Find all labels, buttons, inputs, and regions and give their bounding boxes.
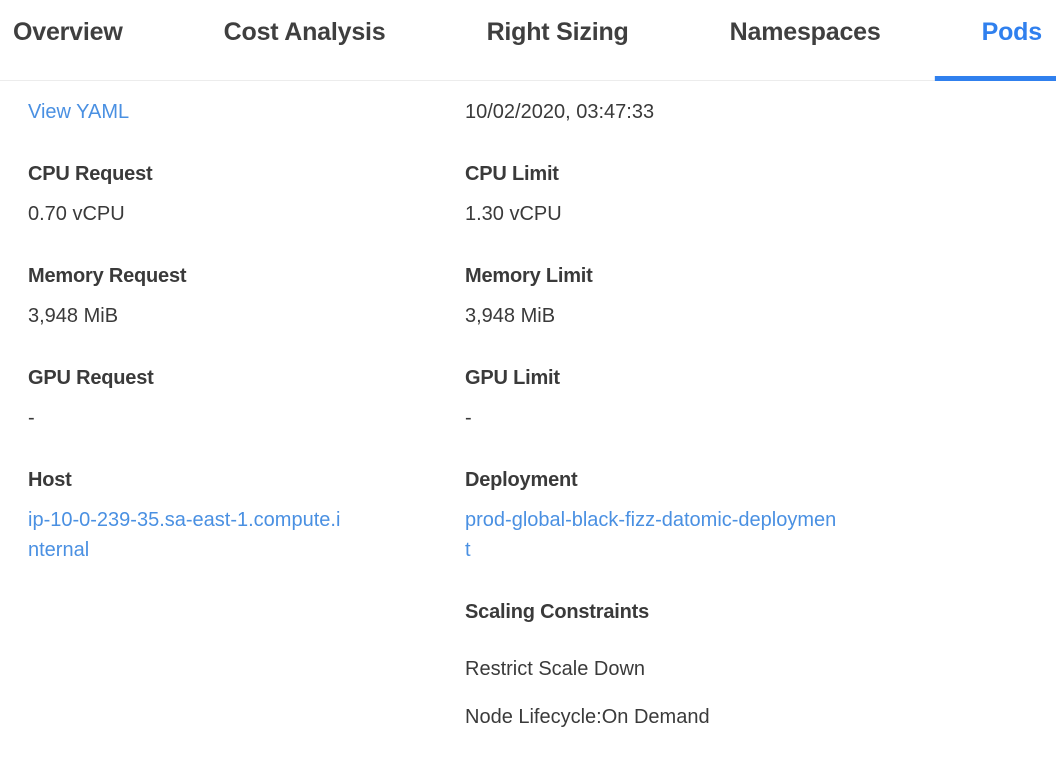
host-label: Host [28, 469, 72, 491]
tab-bar: Overview Cost Analysis Right Sizing Name… [0, 0, 1056, 81]
field-memory-request: Memory Request 3,948 MiB [28, 261, 465, 331]
scaling-constraint-restrict-scale-down: Restrict Scale Down [465, 658, 646, 680]
scaling-constraints-label: Scaling Constraints [465, 601, 650, 623]
details-right-column: 10/02/2020, 03:47:33 CPU Limit 1.30 vCPU… [465, 97, 1028, 750]
cpu-limit-value: 1.30 vCPU [465, 203, 562, 225]
tab-namespaces[interactable]: Namespaces [729, 18, 881, 46]
cpu-limit-label: CPU Limit [465, 163, 559, 185]
deployment-label: Deployment [465, 469, 578, 491]
gpu-limit-label: GPU Limit [465, 367, 560, 389]
tab-overview[interactable]: Overview [13, 18, 123, 46]
tab-pods[interactable]: Pods [982, 17, 1043, 81]
tab-right-sizing[interactable]: Right Sizing [486, 18, 629, 46]
field-host: Host ip-10-0-239-35.sa-east-1.compute.in… [28, 465, 465, 565]
scaling-constraint-node-lifecycle: Node Lifecycle:On Demand [465, 706, 710, 728]
view-yaml-row: View YAML [28, 97, 465, 127]
memory-limit-label: Memory Limit [465, 265, 593, 287]
pod-details-panel: View YAML CPU Request 0.70 vCPU Memory R… [0, 81, 1056, 750]
cpu-request-value: 0.70 vCPU [28, 203, 125, 225]
view-yaml-link[interactable]: View YAML [28, 101, 130, 123]
memory-request-label: Memory Request [28, 265, 187, 287]
field-cpu-limit: CPU Limit 1.30 vCPU [465, 159, 1028, 229]
gpu-request-label: GPU Request [28, 367, 154, 389]
field-gpu-limit: GPU Limit - [465, 363, 1028, 433]
field-gpu-request: GPU Request - [28, 363, 465, 433]
field-memory-limit: Memory Limit 3,948 MiB [465, 261, 1028, 331]
deployment-link[interactable]: prod-global-black-fizz-datomic-deploymen… [465, 509, 837, 561]
field-deployment: Deployment prod-global-black-fizz-datomi… [465, 465, 1028, 565]
host-link[interactable]: ip-10-0-239-35.sa-east-1.compute.interna… [28, 509, 341, 561]
tab-cost-analysis[interactable]: Cost Analysis [223, 18, 386, 46]
timestamp-row: 10/02/2020, 03:47:33 [465, 97, 1028, 127]
scaling-constraints-section: Scaling Constraints [465, 597, 1028, 627]
timestamp: 10/02/2020, 03:47:33 [465, 101, 655, 123]
gpu-request-value: - [28, 407, 35, 429]
gpu-limit-value: - [465, 407, 472, 429]
memory-limit-value: 3,948 MiB [465, 305, 556, 327]
memory-request-value: 3,948 MiB [28, 305, 119, 327]
cpu-request-label: CPU Request [28, 163, 153, 185]
details-left-column: View YAML CPU Request 0.70 vCPU Memory R… [28, 97, 465, 597]
field-cpu-request: CPU Request 0.70 vCPU [28, 159, 465, 229]
